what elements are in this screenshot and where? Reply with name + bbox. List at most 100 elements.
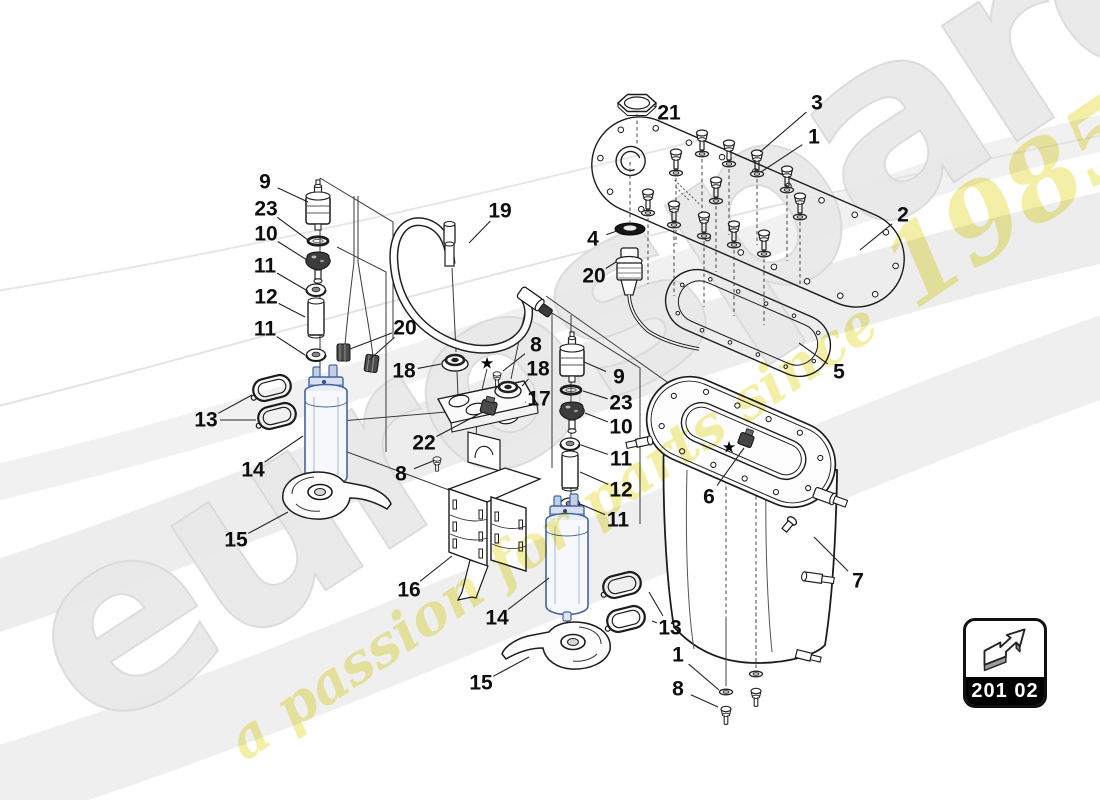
hose-elbow-fitting [516,286,553,318]
callout-leader [859,223,893,251]
bolt-hole [783,364,789,369]
sealing-grommet [614,222,646,236]
harness-connector [336,343,351,362]
bottom-screw [720,705,732,725]
filter-tube [561,450,579,492]
callout-label-8: 8 [672,678,684,701]
callout-label-14: 14 [241,459,265,482]
callout-label-12: 12 [254,286,277,309]
bolt-hole [871,290,879,298]
page-reference-badge: 201 02 [963,618,1047,708]
callout-leader [605,261,617,269]
bolt-hole [765,416,772,423]
callout-label-2: 2 [897,204,909,227]
bolt-hole [772,488,780,496]
callout-label-18: 18 [392,360,416,383]
bolt-hole [679,282,685,288]
bolt-hole [836,292,844,300]
filter-tube [307,297,325,339]
bolt-hole [803,278,811,285]
bottom-washer [718,688,734,696]
callout-leader [468,220,491,244]
fuel-tank [625,375,849,686]
screw-washer [792,213,808,221]
bolt-hole [675,310,681,316]
callout-leader [582,390,608,400]
callout-leader [277,187,309,203]
callout-leader [413,460,434,470]
bolt-hole [606,188,614,196]
callout-label-11: 11 [610,448,633,471]
bolt-hole [741,475,748,482]
bolt-hole [770,263,778,271]
callout-leader [798,342,829,365]
bolt-hole [892,262,899,270]
bolt-hole [734,402,741,409]
callout-label-20: 20 [582,265,605,288]
callout-label-23: 23 [254,198,277,221]
callout-label-15: 15 [469,672,493,695]
cover-gasket [664,268,832,378]
callout-label-22: 22 [412,432,435,455]
callout-leader [276,272,307,291]
callout-label-13: 13 [194,409,217,432]
spacer-ring [559,436,581,452]
screw-washer [756,250,772,258]
callout-leader [579,503,606,516]
hose-assembly [389,217,553,354]
callout-leader [606,230,618,236]
callout-leader [580,444,608,455]
harness-connector [363,353,380,373]
callout-leader [651,620,658,624]
bottom-washer [748,670,764,678]
snap-ring [620,150,641,172]
callout-label-18: 18 [526,358,550,381]
star-marker: ★ [722,438,736,457]
callout-leader [813,536,849,572]
callout-label-4: 4 [587,228,599,251]
bolt-hole [685,139,693,146]
callout-leader [417,363,442,369]
callout-label-8: 8 [530,334,542,357]
screw-washer [668,169,684,177]
bolt-hole [710,461,717,468]
bolt-hole [805,485,812,492]
callout-leader [276,336,306,356]
callout-leader [276,216,309,241]
screw-washer [640,209,656,217]
callout-label-15: 15 [224,529,248,552]
page-arrow-icon [983,628,1026,672]
bolt-hole [699,327,705,333]
screw-washer [666,221,682,229]
callout-label-21: 21 [657,102,681,125]
tank-fitting-mid [801,571,835,585]
callout-label-8: 8 [395,463,407,486]
rubber-grommet [493,380,523,400]
callout-leader [349,332,393,350]
callout-label-9: 9 [259,171,271,194]
bolt-hole [815,330,821,336]
sensor-hole [615,145,646,177]
bolt-hole [791,313,797,319]
rubber-grommet [440,353,470,373]
screw-washer [721,160,737,168]
bolt-hole [811,358,817,364]
callout-label-1: 1 [672,644,684,667]
o-ring [306,235,330,247]
callout-leader [278,302,306,318]
callout-label-6: 6 [703,486,715,509]
bolt-hole [707,277,713,282]
callout-leader [579,471,609,485]
bolt-hole [817,454,824,462]
bolt-hole [679,448,686,455]
tank-fitting-left [625,435,654,449]
bolt-hole [735,289,741,294]
callout-leader [248,511,289,534]
bolt-hole [851,211,859,219]
callout-leader [521,378,529,387]
callout-leader [436,411,484,437]
callout-label-16: 16 [397,579,420,602]
spacer-ring [305,347,327,363]
